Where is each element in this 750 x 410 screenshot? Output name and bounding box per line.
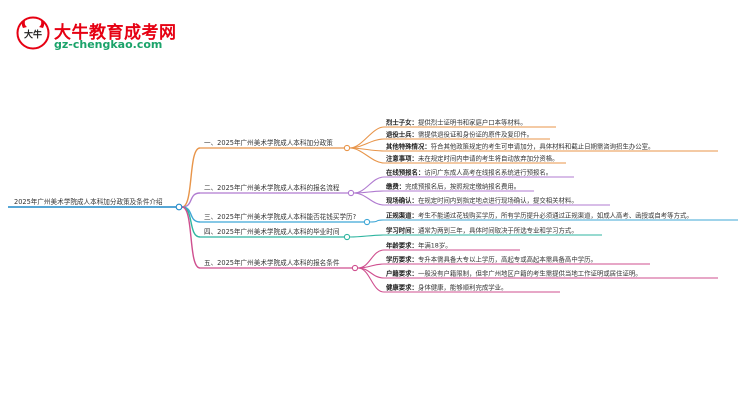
root-topic: 2025年广州美术学院成人本科加分政策及条件介绍	[14, 197, 163, 206]
item-text: 学历要求：专升本需具备大专以上学历，高起专或高起本需具备高中学历。	[386, 255, 597, 264]
section-collapse-dot[interactable]	[343, 144, 351, 152]
item-text: 健康要求：身体健康，能够顺利完成学业。	[386, 283, 507, 292]
item-text: 学习时间：通常为两到三年，具体时间取决于所选专业和学习方式。	[386, 226, 578, 235]
item-value: 年满18岁。	[418, 241, 452, 250]
item-key: 注意事项：	[386, 154, 418, 163]
item-value: 在规定时间内到指定地点进行现场确认，提交相关材料。	[418, 196, 578, 205]
item-connector	[369, 219, 385, 223]
bull-logo-icon: 大牛	[16, 16, 50, 50]
mind-map-nodes: 2025年广州美术学院成人本科加分政策及条件介绍 一、2025年广州美术学院成人本…	[8, 118, 738, 293]
root-collapse-dot[interactable]	[175, 203, 183, 211]
item-text: 现场确认：在规定时间内到指定地点进行现场确认，提交相关材料。	[386, 196, 578, 205]
section-collapse-dot[interactable]	[343, 233, 351, 241]
item-value: 访问广东成人高考在线报名系统进行预报名。	[424, 168, 552, 177]
section-collapse-dot[interactable]	[351, 264, 359, 272]
item-key: 正规渠道：	[386, 211, 418, 220]
section-2-label: 二、2025年广州美术学院成人本科的报名流程	[204, 183, 340, 192]
item-text: 正规渠道：考生不能通过花钱购买学历，所有学历提升必须通过正规渠道，如成人高考、函…	[386, 211, 693, 220]
item-text: 年龄要求：年满18岁。	[386, 241, 452, 250]
item-connector	[349, 234, 385, 238]
item-value: 未在规定时间内申请的考生将自动放弃加分资格。	[418, 154, 559, 163]
item-value: 身体健康，能够顺利完成学业。	[418, 283, 507, 292]
item-key: 缴费：	[386, 182, 405, 191]
item-key: 现场确认：	[386, 196, 418, 205]
item-text: 户籍要求：一般没有户籍限制，但非广州地区户籍的考生需提供当地工作证明或居住证明。	[386, 269, 642, 278]
section-1-label: 一、2025年广州美术学院成人本科加分政策	[204, 138, 333, 147]
item-key: 学历要求：	[386, 255, 418, 264]
item-value: 完成预报名后，按照规定缴纳报名费用。	[405, 182, 520, 191]
item-text: 缴费：完成预报名后，按照规定缴纳报名费用。	[386, 182, 520, 191]
section-3-label: 三、2025年广州美术学院成人本科能否花钱买学历?	[204, 212, 357, 221]
item-value: 专升本需具备大专以上学历，高起专或高起本需具备高中学历。	[418, 255, 597, 264]
mind-map-connectors	[181, 126, 385, 293]
item-value: 考生不能通过花钱购买学历，所有学历提升必须通过正规渠道，如成人高考、函授或自考等…	[418, 211, 693, 220]
item-key: 在线预报名：	[386, 168, 424, 177]
item-value: 符合其他政策规定的考生可申请加分，具体材料和截止日期需咨询招生办公室。	[431, 142, 655, 151]
item-key: 户籍要求：	[386, 269, 418, 278]
site-domain: gz-chengkao.com	[54, 38, 163, 51]
section-connector	[181, 206, 201, 269]
item-text: 注意事项：未在规定时间内申请的考生将自动放弃加分资格。	[386, 154, 559, 163]
item-key: 烈士子女：	[386, 118, 418, 127]
item-key: 学习时间：	[386, 226, 418, 235]
item-text: 退役士兵：需提供退役证和身份证的原件及复印件。	[386, 130, 533, 139]
section-collapse-dot[interactable]	[363, 218, 371, 226]
site-name: 大牛教育成考网	[54, 23, 177, 43]
item-value: 一般没有户籍限制，但非广州地区户籍的考生需提供当地工作证明或居住证明。	[418, 269, 642, 278]
section-5-label: 五、2025年广州美术学院成人本科的报名条件	[204, 258, 340, 267]
item-value: 需提供退役证和身份证的原件及复印件。	[418, 130, 533, 139]
item-connector	[357, 263, 385, 269]
item-connector	[357, 267, 385, 293]
item-key: 年龄要求：	[386, 241, 418, 250]
item-connector	[357, 249, 385, 269]
item-key: 健康要求：	[386, 283, 418, 292]
item-text: 烈士子女：提供烈士证明书和家庭户口本等材料。	[386, 118, 527, 127]
item-connector	[353, 192, 385, 206]
section-connector	[181, 147, 201, 208]
section-collapse-dot[interactable]	[347, 189, 355, 197]
item-connector	[349, 126, 385, 149]
item-key: 退役士兵：	[386, 130, 418, 139]
item-value: 提供烈士证明书和家庭户口本等材料。	[418, 118, 527, 127]
site-logo[interactable]: 大牛 大牛教育成考网 gz-chengkao.com	[16, 16, 176, 52]
logo-glyph: 大牛	[24, 29, 42, 41]
section-4-label: 四、2025年广州美术学院成人本科的毕业时间	[204, 227, 340, 236]
item-text: 在线预报名：访问广东成人高考在线报名系统进行预报名。	[386, 168, 552, 177]
item-text: 其他特殊情况：符合其他政策规定的考生可申请加分，具体材料和截止日期需咨询招生办公…	[386, 142, 654, 151]
item-value: 通常为两到三年，具体时间取决于所选专业和学习方式。	[418, 226, 578, 235]
item-connector	[349, 147, 385, 164]
item-key: 其他特殊情况：	[386, 142, 431, 151]
